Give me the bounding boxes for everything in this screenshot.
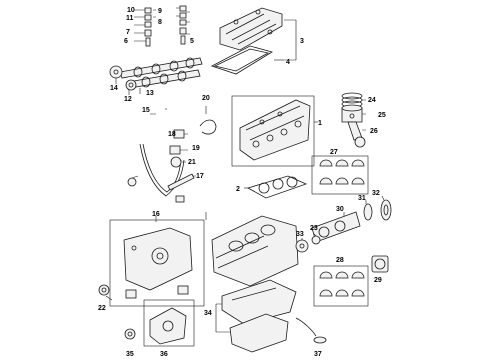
callout-35: 35	[126, 351, 134, 358]
callout-14: 14	[110, 85, 118, 92]
front-crank-seal	[98, 284, 110, 296]
valve-cover-gasket	[210, 45, 273, 75]
callout-13: 13	[146, 90, 154, 97]
crankshaft-pulley	[295, 239, 309, 253]
valve-components-left	[144, 7, 152, 47]
rod-bearings-frame	[311, 155, 369, 195]
timing-guide	[167, 173, 195, 191]
valve-cover	[219, 7, 283, 51]
valve-components-right	[179, 5, 187, 45]
piston	[341, 104, 363, 123]
main-bearings	[319, 271, 365, 297]
oil-pump	[149, 307, 187, 345]
callout-17: 17	[196, 173, 204, 180]
head-gasket	[246, 175, 308, 199]
callout-6: 6	[124, 38, 128, 45]
callout-18: 18	[168, 131, 176, 138]
callout-5: 5	[190, 38, 194, 45]
timing-cover-frame	[109, 219, 205, 307]
timing-cover	[123, 227, 193, 299]
rod-bearings	[319, 159, 365, 185]
callout-10: 10	[127, 7, 135, 14]
callout-21: 21	[188, 159, 196, 166]
callout-12: 12	[124, 96, 132, 103]
oil-pump-frame	[143, 299, 195, 347]
camshaft-sprocket	[125, 79, 137, 91]
oil-pump-seal	[124, 328, 136, 340]
callout-36: 36	[160, 351, 168, 358]
lower-oil-pan	[229, 313, 289, 353]
callout-8: 8	[158, 19, 162, 26]
cylinder-head	[239, 99, 311, 161]
connecting-rod	[347, 121, 366, 148]
main-bearings-frame	[313, 265, 369, 307]
upper-oil-pan	[221, 279, 297, 325]
callout-34: 34	[204, 310, 212, 317]
callout-11: 11	[126, 15, 134, 22]
callout-1: 1	[318, 120, 322, 127]
callouts: 1 2 3 4 5 6 7 8 9 10 11 12 13 14 15 16 1…	[98, 7, 386, 358]
callout-7: 7	[126, 29, 130, 36]
rear-seal	[363, 203, 373, 221]
callout-28: 28	[336, 257, 344, 264]
callout-2: 2	[236, 186, 240, 193]
oil-seal-plate	[371, 255, 389, 273]
callout-32: 32	[372, 190, 380, 197]
callout-30: 30	[336, 206, 344, 213]
callout-19: 19	[192, 145, 200, 152]
callout-25: 25	[378, 112, 386, 119]
callout-24: 24	[368, 97, 376, 104]
callout-22: 22	[98, 305, 106, 312]
timing-chain	[139, 143, 185, 197]
callout-9: 9	[158, 8, 162, 15]
callout-37: 37	[314, 351, 322, 358]
rear-seal-retainer	[380, 199, 392, 221]
engine-block	[211, 215, 299, 287]
camshaft	[109, 57, 203, 79]
callout-15: 15	[142, 107, 150, 114]
crank-sprocket	[311, 235, 321, 245]
callout-16: 16	[152, 211, 160, 218]
callout-33: 33	[296, 231, 304, 238]
timing-belt-small	[199, 119, 217, 135]
cylinder-head-frame	[231, 95, 315, 167]
callout-3: 3	[300, 38, 304, 45]
tensioner-gear	[170, 156, 182, 168]
callout-20: 20	[202, 95, 210, 102]
callout-26: 26	[370, 128, 378, 135]
callout-31: 31	[358, 195, 366, 202]
callout-23: 23	[310, 225, 318, 232]
oil-pickup-tube	[295, 317, 327, 344]
callout-4: 4	[286, 59, 290, 66]
callout-27: 27	[330, 149, 338, 156]
callout-29: 29	[374, 277, 382, 284]
